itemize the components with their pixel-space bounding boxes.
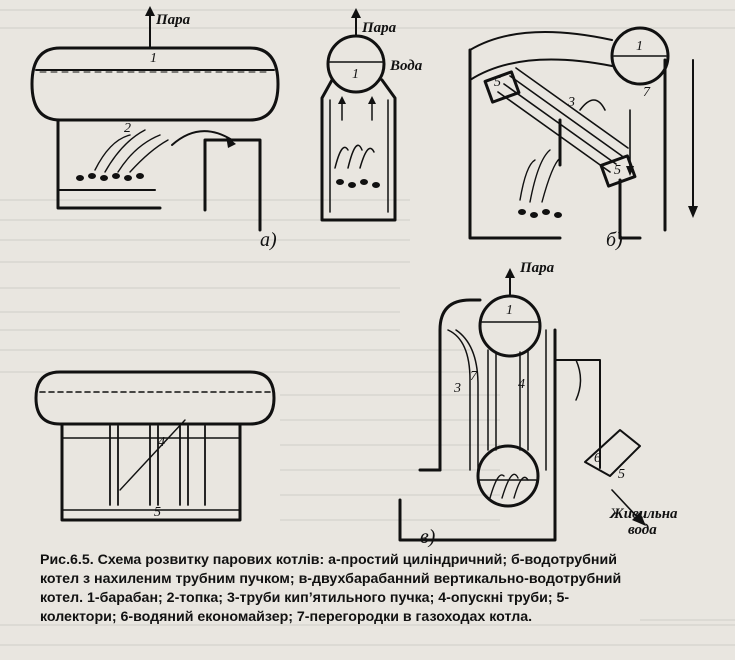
caption-line-3: котел. 1-барабан; 2-топка; 3-труби кип’я… — [40, 590, 570, 606]
num-2-a: 2 — [124, 121, 131, 136]
water-label-b: Вода — [389, 58, 423, 74]
figure-caption: Рис.6.5. Схема розвитку парових котлів: … — [40, 551, 720, 627]
coal-bed-a — [76, 173, 144, 181]
num-1-c: 1 — [506, 303, 513, 318]
steam-label-b: Пара — [361, 20, 397, 36]
feed-water-label-2: вода — [628, 522, 657, 538]
num-1-a: 1 — [150, 51, 157, 66]
feed-water-label-1: Живильна — [609, 506, 678, 522]
drum-c-lower — [476, 444, 540, 508]
tube-bundle-c — [447, 329, 547, 471]
variant-b-label: б) — [606, 229, 623, 251]
boiler-b-right — [468, 26, 698, 240]
economizer — [554, 359, 646, 526]
flame-b — [519, 149, 561, 203]
num-5-b-lower: 5 — [614, 163, 621, 178]
num-7-b: 7 — [643, 85, 651, 100]
boiler-b-left — [320, 8, 397, 222]
num-4-c: 4 — [518, 377, 525, 392]
num-7-c: 7 — [470, 369, 478, 384]
caption-line-2: котел з нахиленим трубним пучком; в-двух… — [40, 571, 622, 587]
boiler-lower-left — [34, 370, 276, 522]
drum-lower-left — [34, 370, 276, 426]
steam-label-c: Пара — [519, 260, 555, 276]
num-3-b: 3 — [567, 95, 575, 110]
diagram-labels: Пара Пара Вода Пара Живильна вода а) б) … — [124, 12, 678, 548]
num-5-c: 5 — [618, 467, 625, 482]
boiler-b — [320, 8, 698, 240]
num-5-lower-left: 5 — [154, 505, 161, 520]
variant-c-label: в) — [420, 526, 436, 548]
num-3-c: 3 — [453, 381, 461, 396]
inclined-tube-bundle — [497, 67, 629, 173]
num-1-b-small: 1 — [352, 67, 359, 82]
vertical-tubes-lower-left — [109, 425, 206, 506]
caption-line-1: Рис.6.5. Схема розвитку парових котлів: … — [40, 552, 617, 568]
header-b-upper — [483, 70, 521, 104]
num-6-c: 6 — [594, 451, 601, 466]
drum-b — [610, 26, 670, 86]
num-1-b: 1 — [636, 39, 643, 54]
drum-a — [30, 46, 280, 122]
boiler-c — [398, 268, 646, 542]
num-4-lower-left: 4 — [158, 435, 165, 450]
num-5-b-upper: 5 — [494, 75, 501, 90]
variant-a-label: а) — [260, 229, 277, 251]
flame-a — [94, 129, 169, 173]
caption-line-4: колектори; 6-водяний економайзер; 7-пере… — [40, 609, 533, 625]
steam-label-a: Пара — [155, 12, 191, 28]
boiler-a — [30, 6, 280, 232]
flame-c — [489, 473, 529, 499]
